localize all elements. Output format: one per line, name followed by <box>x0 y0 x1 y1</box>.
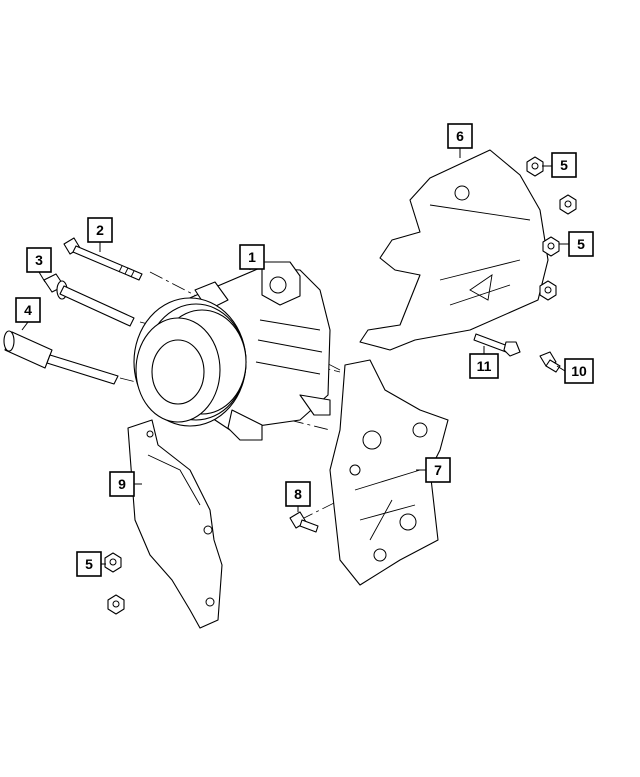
svg-text:6: 6 <box>456 128 464 144</box>
svg-text:3: 3 <box>35 252 43 268</box>
svg-text:11: 11 <box>477 358 492 374</box>
ac-compressor-icon <box>133 261 331 441</box>
callout-6: 6 <box>447 123 473 149</box>
hex-nut-icon <box>559 194 577 215</box>
flange-bolt-icon <box>43 273 135 327</box>
svg-text:9: 9 <box>118 476 126 492</box>
svg-text:5: 5 <box>85 556 93 572</box>
hex-nut-icon <box>107 594 125 615</box>
small-bolt-icon <box>289 511 319 533</box>
svg-text:5: 5 <box>577 236 585 252</box>
hex-nut-icon <box>542 236 560 257</box>
svg-text:4: 4 <box>24 302 32 318</box>
callout-5-right: 5 <box>568 231 594 257</box>
svg-text:7: 7 <box>434 462 442 478</box>
callout-4: 4 <box>15 297 41 323</box>
hex-nut-icon <box>526 156 544 177</box>
heat-shield-icon <box>359 149 549 351</box>
callout-10: 10 <box>564 358 594 384</box>
hex-nut-icon <box>104 552 122 573</box>
callout-8: 8 <box>285 481 311 507</box>
callout-9: 9 <box>109 471 135 497</box>
callout-5-top: 5 <box>551 152 577 178</box>
callout-11: 11 <box>469 353 499 379</box>
svg-text:2: 2 <box>96 222 104 238</box>
callout-1: 1 <box>239 244 265 270</box>
spacer-bolt-icon <box>3 330 119 385</box>
lower-shield-icon <box>127 419 223 629</box>
long-bolt-icon <box>63 237 143 281</box>
mounting-bracket-icon <box>329 359 449 586</box>
hex-bolt-icon <box>473 333 521 357</box>
svg-text:8: 8 <box>294 486 302 502</box>
callout-2: 2 <box>87 217 113 243</box>
leader-lines <box>21 148 569 565</box>
svg-text:5: 5 <box>560 157 568 173</box>
stud-bolt-icon <box>539 351 561 373</box>
callout-3: 3 <box>26 247 52 273</box>
svg-text:10: 10 <box>571 363 587 379</box>
hex-nut-icon <box>539 280 557 301</box>
callout-7: 7 <box>425 457 451 483</box>
svg-text:1: 1 <box>248 249 256 265</box>
callout-5-left: 5 <box>76 551 102 577</box>
